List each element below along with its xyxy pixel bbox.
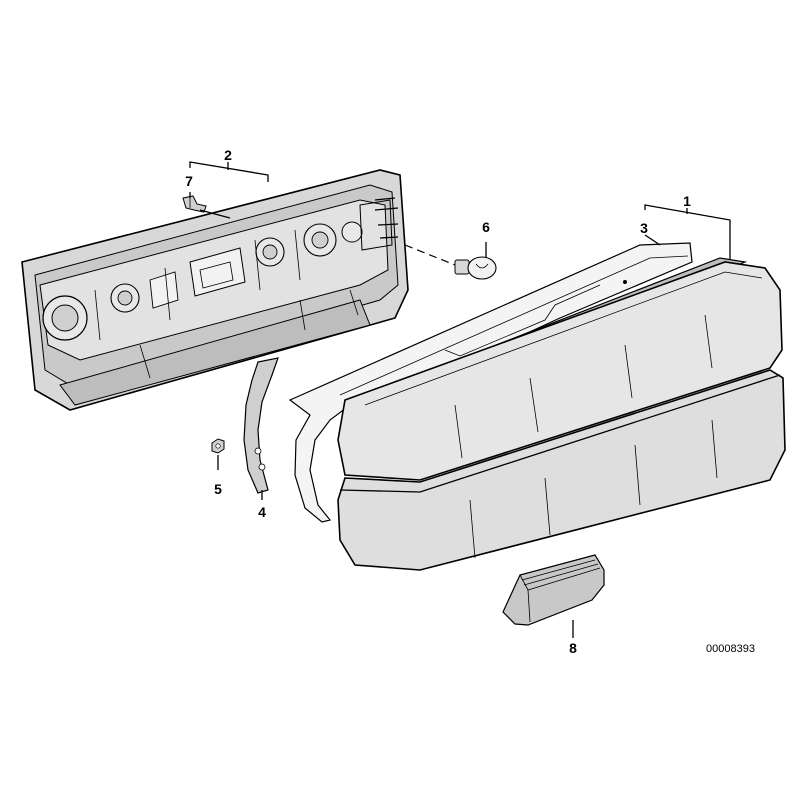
leader-lines — [189, 161, 731, 638]
clip[interactable] — [182, 195, 207, 213]
reflector[interactable] — [502, 554, 605, 626]
callout-3: 3 — [640, 220, 648, 236]
callout-2: 2 — [224, 147, 232, 163]
callout-6: 6 — [482, 219, 490, 235]
gasket[interactable] — [288, 242, 693, 523]
callout-5: 5 — [214, 481, 222, 497]
nut[interactable] — [211, 438, 225, 454]
callout-8: 8 — [569, 640, 577, 656]
document-id: 00008393 — [706, 643, 755, 655]
rear-light-lens[interactable] — [337, 257, 786, 571]
bulb[interactable] — [454, 256, 497, 280]
callout-7: 7 — [185, 173, 193, 189]
bracket-seal[interactable] — [243, 357, 279, 494]
callout-4: 4 — [258, 504, 266, 520]
bulb-carrier-housing[interactable] — [21, 169, 409, 411]
callout-1: 1 — [683, 193, 691, 209]
